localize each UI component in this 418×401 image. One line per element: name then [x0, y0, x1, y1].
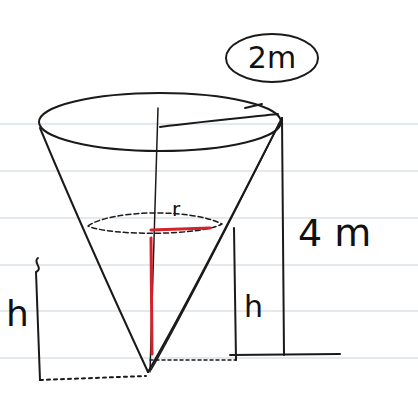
top-radius: [245, 104, 262, 108]
dimension-label: h: [244, 292, 263, 322]
water-height-line: [234, 228, 236, 360]
height-line: [282, 118, 284, 355]
water-height-red: [151, 238, 152, 354]
circled-dimension: 2m: [224, 32, 320, 84]
height-brace: [36, 258, 40, 380]
base-line: [230, 354, 340, 355]
cone-rim: [39, 93, 281, 151]
circle-outline: [226, 34, 318, 82]
water-surface: [88, 213, 222, 233]
water-radius-red: [151, 228, 210, 230]
cone-side: [40, 128, 148, 372]
height-brace: [40, 376, 146, 380]
cone-axis: [150, 108, 158, 372]
cone-side: [151, 124, 279, 370]
dimension-text: 2m: [248, 43, 296, 73]
dimension-label: 4 m: [298, 214, 371, 252]
cone-side: [148, 118, 282, 372]
dimension-label: h: [6, 296, 29, 332]
dimension-label: r: [172, 199, 180, 219]
top-radius: [160, 114, 278, 127]
water-height-line: [150, 359, 236, 361]
ruled-paper-lines: [0, 124, 418, 358]
